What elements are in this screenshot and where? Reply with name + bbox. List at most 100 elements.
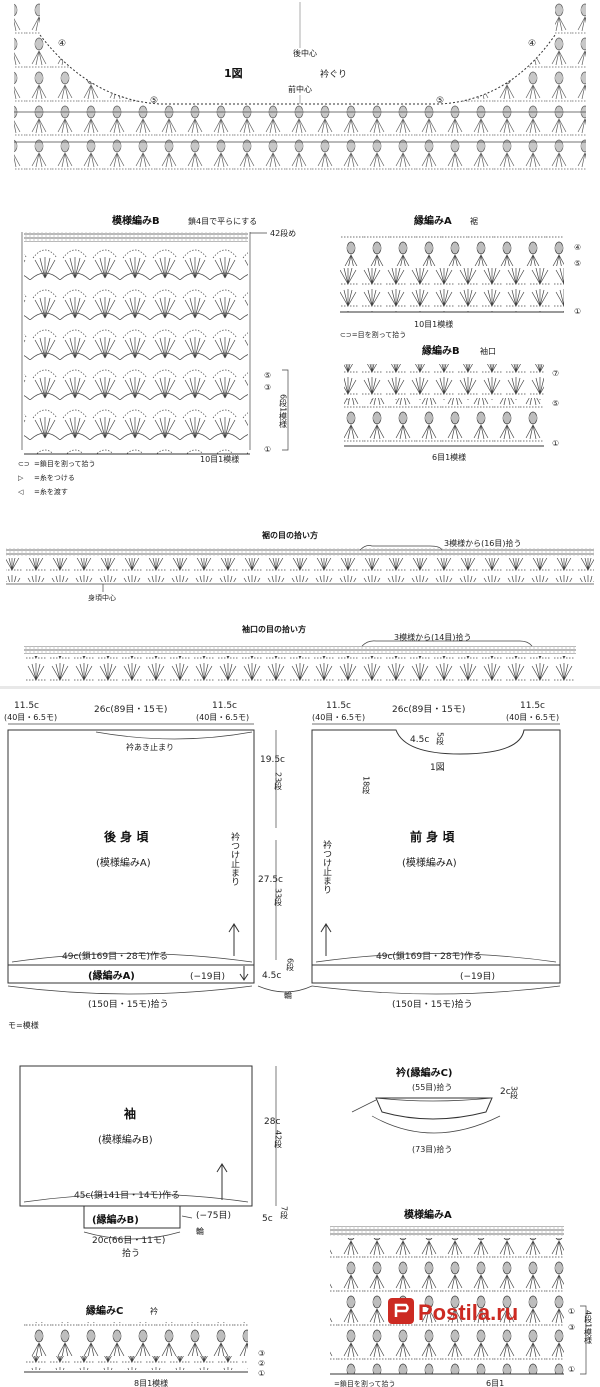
abbrev-note: モ=模様	[8, 1020, 39, 1030]
collar-top-count: (55目)拾う	[412, 1082, 452, 1092]
edging-a-note: ⊂⊃=目を割って拾う	[340, 330, 406, 339]
sleeve-edging-rows: 7段	[280, 1206, 289, 1220]
sleeve-height: 28c	[264, 1117, 280, 1127]
front-body-pattern: (模様編みA)	[402, 856, 457, 869]
pickup-curve	[7, 985, 253, 995]
hem-chain-row	[6, 548, 594, 556]
edging-a-repeat-label: 10目1模様	[414, 319, 453, 329]
collar-shape	[375, 1097, 493, 1120]
arrow-head	[239, 973, 249, 981]
watermark-text: Postila.ru	[418, 1300, 518, 1325]
back-body-title: 後 身 頃	[104, 829, 149, 844]
sleeve-cuff	[83, 1205, 181, 1229]
repeat-bracket	[359, 545, 443, 551]
pickup-mark: ⑤	[436, 96, 444, 106]
front-body-title: 前 身 頃	[410, 829, 455, 844]
edging-a-subtitle: 裾	[470, 216, 478, 226]
legend-symbol: ⊂⊃	[18, 460, 30, 468]
pattern-b-stitch-texture	[24, 244, 248, 454]
edging-b-subtitle: 袖口	[480, 346, 496, 356]
edging-c-repeat-label: 8目1模様	[134, 1378, 168, 1387]
width-side: 11.5c	[212, 701, 237, 711]
width-center: 26c(89目・15モ)	[392, 704, 465, 715]
height-upper: 19.5c	[260, 755, 285, 765]
legend-symbol: ◁	[18, 488, 24, 496]
edging-c-chart: 縁編みC 衿 ③ ② ① 8目1模様	[24, 1304, 265, 1387]
leader-line	[181, 1215, 193, 1219]
front-body-schematic: 11.5c (40目・6.5モ) 26c(89目・15モ) 11.5c (40目…	[311, 701, 561, 1010]
width-side-sts: (40目・6.5モ)	[196, 713, 249, 722]
hem-pickup-title: 裾の目の拾い方	[262, 530, 318, 540]
row-mark: ⑤	[552, 399, 559, 408]
neckline-chart: 後中心 1図 衿ぐり 前中心 ⑤ ⑤ ④ ④	[14, 2, 586, 170]
front-chart-ref: 1図	[430, 762, 445, 773]
row-mark: ②	[258, 1359, 265, 1368]
neckline-chart-title: 1図	[224, 66, 243, 80]
edging-c-shell-row	[24, 1356, 248, 1370]
back-pickup: (150目・15モ)拾う	[88, 998, 169, 1010]
hem-center-label: 身頃中心	[88, 593, 116, 602]
row-mark: ③	[264, 383, 271, 392]
join-curve	[257, 985, 313, 993]
cuff-chain-row	[24, 646, 576, 654]
row-mark: ③	[258, 1349, 265, 1358]
front-decrease: (−19目)	[460, 971, 495, 982]
collar-inner-edge	[375, 1097, 493, 1102]
front-pickup: (150目・15モ)拾う	[392, 998, 473, 1010]
pattern-b-side-repeat: 6段1模様	[279, 394, 288, 428]
edging-c-title: 縁編みC	[86, 1304, 123, 1317]
edging-a-chart: 縁編みA 裾 ④ ⑤ ① 10目1模様 ⊂⊃=目を割って拾う	[340, 214, 581, 339]
back-cast-on: 49c(鎖169目・28モ)作る	[62, 950, 168, 962]
sleeve-edging: (縁編みB)	[92, 1213, 139, 1226]
pickup-mark: ⑤	[150, 96, 158, 106]
width-side-sts: (40目・6.5モ)	[506, 713, 559, 722]
collar-height: 2c	[500, 1087, 511, 1097]
pattern-a-title: 模様編みA	[404, 1208, 452, 1221]
neckline-edge	[39, 34, 556, 105]
edging-rows: 6段	[286, 958, 295, 972]
collar-stop: 衿つけ止まり	[229, 831, 240, 886]
neck-rows-side: 18段	[362, 776, 371, 795]
collar-bottom-count: (73目)拾う	[412, 1144, 452, 1154]
sleeve-pickup-width: 20c(66目・11モ)	[92, 1235, 165, 1246]
row-mark: ③	[568, 1323, 575, 1332]
legend-text: =鎖目を割って拾う	[34, 459, 96, 468]
collar-title: 衿(縁編みC)	[396, 1066, 452, 1079]
arrow-head	[320, 923, 332, 933]
edging-b-pop-rows	[344, 398, 544, 444]
cast-on-curve	[11, 953, 253, 963]
legend-text: =糸をつける	[34, 473, 75, 482]
neckline-label: 衿ぐり	[320, 68, 347, 80]
neckline-opening	[40, 2, 555, 104]
edging-c-pop-row	[24, 1322, 248, 1356]
collar-outer-curve	[371, 1115, 501, 1134]
row-mark: ⑤	[574, 259, 581, 268]
row-mark: ①	[574, 307, 581, 316]
sleeve-edging-height: 5c	[262, 1214, 273, 1224]
row-mark: ①	[568, 1307, 575, 1316]
back-edging: (縁編みA)	[88, 969, 135, 982]
neck-curve	[95, 731, 253, 740]
pickup-mark: ④	[58, 39, 66, 49]
back-decrease: (−19目)	[190, 971, 225, 982]
collar-height-rows: 3段	[510, 1086, 519, 1100]
back-body-pattern: (模様編みA)	[96, 856, 151, 869]
pattern-a-note: =鎖目を割って拾う	[334, 1379, 396, 1387]
legend-text: =糸を渡す	[34, 487, 68, 496]
chain-row	[330, 1226, 564, 1236]
leader-line	[351, 1099, 377, 1113]
width-side: 11.5c	[14, 701, 39, 711]
pattern-a-chart: 模様編みA ① ③ ① 4段1模様 =鎖目を割って拾う 6目1	[330, 1208, 593, 1387]
front-body-panel	[311, 729, 561, 984]
edging-a-shell-rows	[340, 268, 564, 312]
pattern-b-row-label: 42段め	[270, 228, 296, 238]
pattern-b-note: 鎖4目で平らにする	[188, 216, 257, 226]
chain-row	[24, 232, 248, 242]
collar-stop: 衿つけ止まり	[321, 839, 332, 894]
sleeve-height-rows: 42段	[274, 1130, 283, 1149]
row-mark: ①	[568, 1365, 575, 1374]
page-divider	[0, 686, 600, 689]
cuff-pickup-chart: 袖口の目の拾い方 3模様から(14目)拾う	[24, 624, 576, 682]
back-body-panel	[7, 729, 255, 984]
